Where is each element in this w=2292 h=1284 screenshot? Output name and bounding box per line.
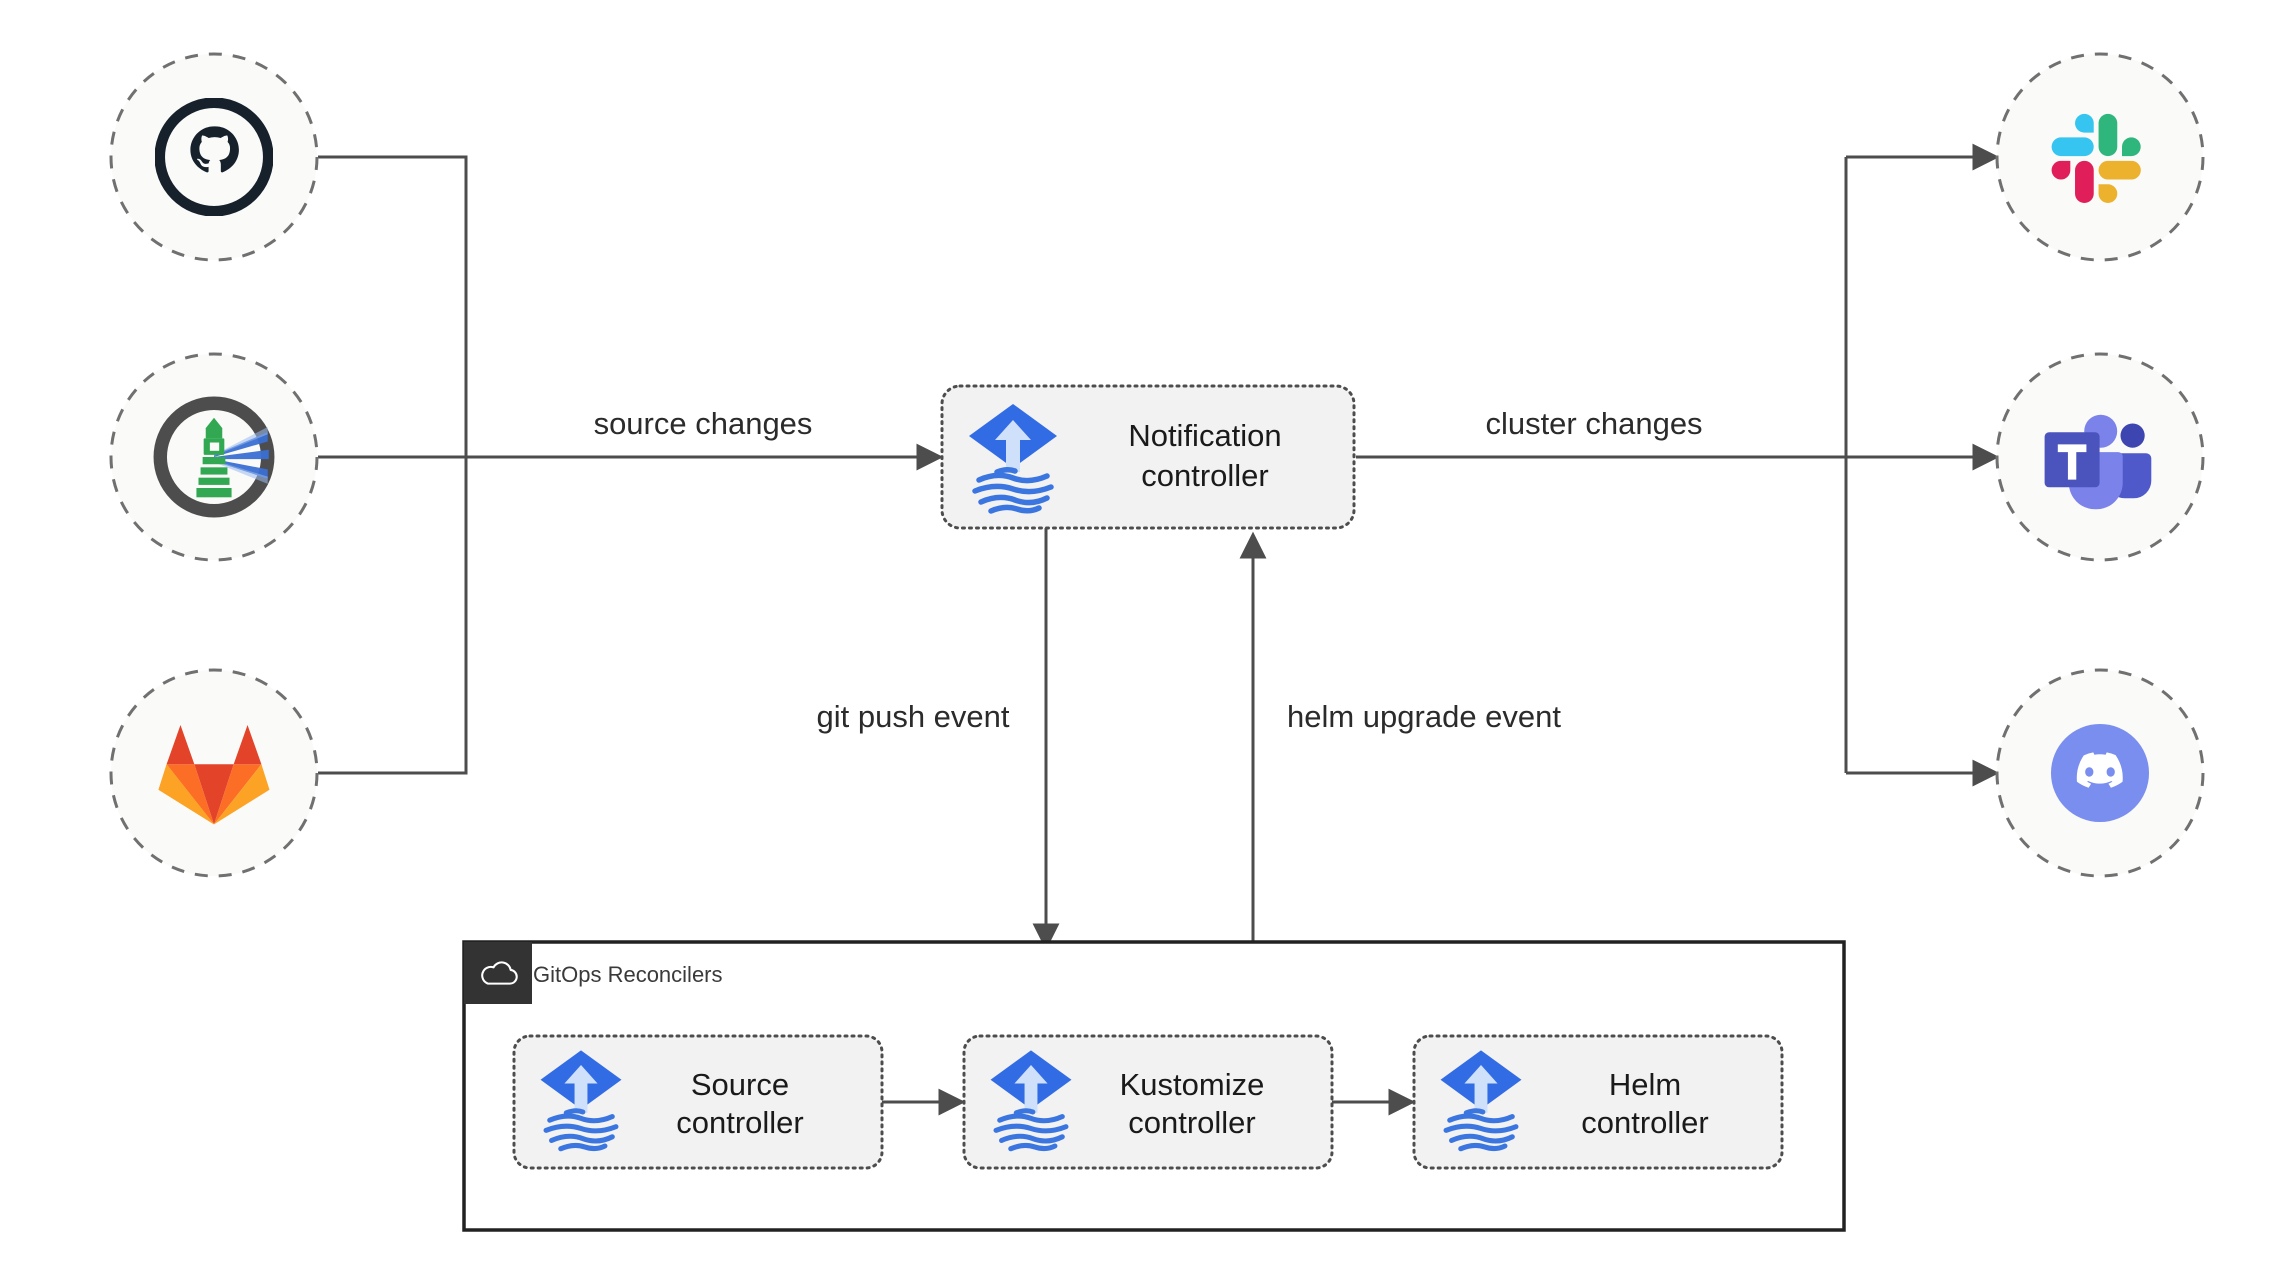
- edge-label-cluster-changes-text: cluster changes: [1485, 406, 1702, 441]
- edge-label-git-push-event-text: git push event: [816, 699, 1009, 734]
- helm-controller-label-line2: controller: [1581, 1105, 1709, 1140]
- edge-label-source-changes: source changes: [570, 402, 838, 448]
- source-node-github[interactable]: [109, 52, 319, 262]
- source-controller-node[interactable]: Source controller: [512, 1034, 884, 1170]
- connector-notification-to-destinations: [1356, 143, 2000, 787]
- edge-label-helm-upgrade-event-text: helm upgrade event: [1287, 699, 1561, 734]
- helm-controller-label-line1: Helm: [1609, 1067, 1681, 1102]
- gitops-reconcilers-title: GitOps Reconcilers: [533, 962, 723, 987]
- connector-sources-to-notification: [318, 155, 944, 775]
- source-controller-label-line2: controller: [676, 1105, 804, 1140]
- source-node-flux-source[interactable]: [109, 352, 319, 562]
- edge-label-cluster-changes: cluster changes: [1458, 402, 1730, 448]
- destination-node-msteams[interactable]: [1995, 352, 2205, 562]
- kustomize-controller-node[interactable]: Kustomize controller: [962, 1034, 1334, 1170]
- edge-label-helm-upgrade-event: helm upgrade event: [1258, 696, 1590, 742]
- destination-node-discord[interactable]: [1995, 668, 2205, 878]
- kustomize-controller-label-line1: Kustomize: [1120, 1067, 1265, 1102]
- kustomize-controller-label-line2: controller: [1128, 1105, 1256, 1140]
- source-node-gitlab[interactable]: [109, 668, 319, 878]
- group-icon-badge: [464, 942, 532, 1004]
- helm-controller-node[interactable]: Helm controller: [1412, 1034, 1784, 1170]
- source-controller-label-line1: Source: [691, 1067, 789, 1102]
- edge-label-source-changes-text: source changes: [594, 406, 813, 441]
- notification-controller-label-line1: Notification: [1128, 418, 1281, 453]
- edge-label-git-push-event: git push event: [785, 696, 1041, 742]
- notification-controller-label-line2: controller: [1141, 458, 1269, 493]
- destination-node-slack[interactable]: [1995, 52, 2205, 262]
- notification-controller-node[interactable]: Notification controller: [940, 384, 1356, 530]
- discord-icon: [2050, 723, 2150, 823]
